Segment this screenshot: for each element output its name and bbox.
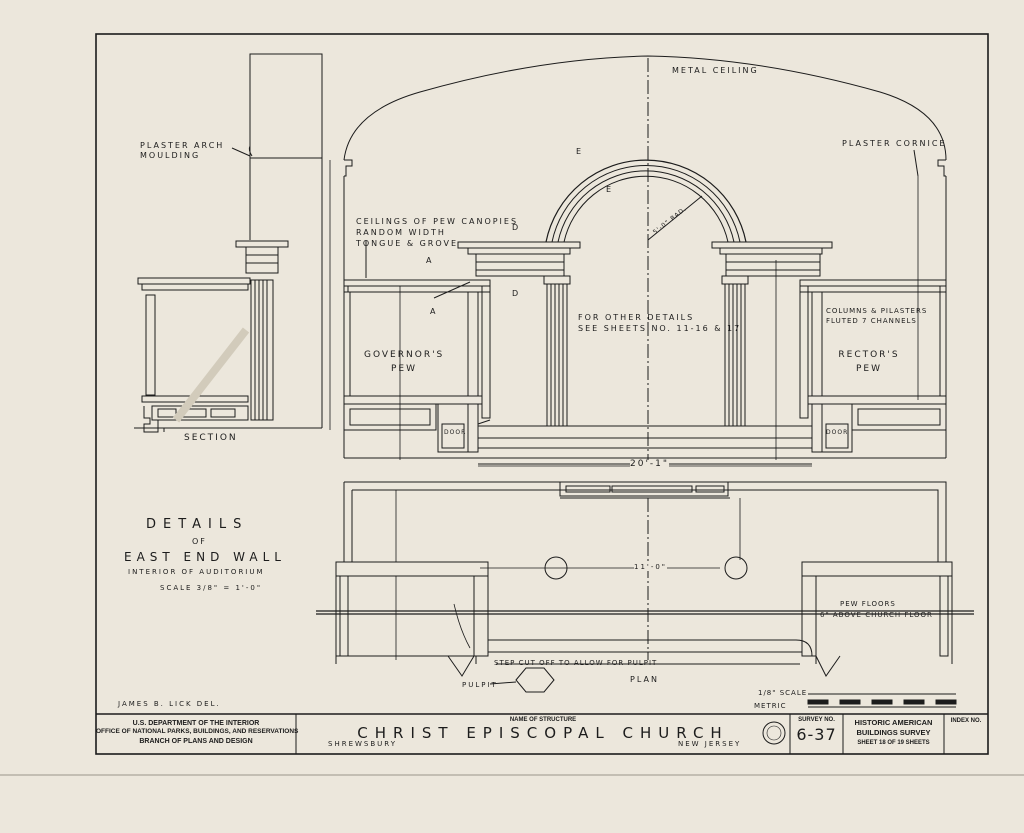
section-drawing — [134, 53, 323, 433]
elevation-drawing — [231, 55, 947, 465]
plan-dimension: 11'-0" — [634, 563, 668, 571]
habs-line2: BUILDINGS SURVEY — [856, 728, 931, 737]
see-sheets-label: SEE SHEETS NO. 11-16 & 17 — [578, 324, 742, 333]
columns-pilasters-label: COLUMNS & PILASTERS — [826, 307, 928, 315]
fluted-channels-label: FLUTED 7 CHANNELS — [826, 317, 917, 325]
scale-bar-label: 1/8" SCALE — [758, 689, 808, 697]
scale-bar — [807, 693, 957, 708]
sheet-number: SHEET 18 OF 19 SHEETS — [857, 740, 930, 746]
mark-e-outer: E — [576, 147, 584, 156]
details-of: OF — [192, 537, 207, 546]
sheet-border — [95, 33, 989, 755]
section-label: SECTION — [184, 433, 238, 443]
rectors-pew-label: RECTOR'S PEW — [838, 350, 900, 374]
pulpit-label: PULPIT — [462, 681, 498, 689]
survey-no-label: SURVEY NO. — [798, 717, 835, 723]
metal-ceiling-label: METAL CEILING — [672, 66, 759, 75]
structure-name: CHRIST EPISCOPAL CHURCH — [357, 724, 729, 742]
door-label-left: DOOR — [444, 429, 467, 436]
other-details-label: FOR OTHER DETAILS — [578, 313, 695, 322]
plaster-arch-moulding-label: PLASTER ARCH MOULDING — [140, 141, 225, 160]
mark-d-bottom: D — [512, 289, 521, 298]
pulpit-hexagon — [515, 667, 555, 693]
tongue-groove-label: TONGUE & GROVE — [356, 239, 459, 248]
pew-floors-label: PEW FLOORS — [840, 600, 896, 608]
above-floor-label: 6" ABOVE CHURCH FLOOR — [820, 611, 933, 619]
plan-drawing — [316, 465, 974, 693]
mark-d-top: D — [512, 223, 521, 232]
office-text: OFFICE OF NATIONAL PARKS, BUILDINGS, AND… — [96, 728, 299, 735]
random-width-label: RANDOM WIDTH — [356, 228, 446, 237]
mark-a-top: A — [426, 256, 434, 265]
details-title: DETAILS — [146, 517, 249, 532]
state-text: NEW JERSEY — [678, 740, 742, 748]
door-label-right: DOOR — [826, 429, 849, 436]
metric-bar-label: METRIC — [754, 702, 787, 710]
step-cut-off-label: STEP CUT OFF TO ALLOW FOR PULPIT — [494, 659, 658, 667]
town-text: SHREWSBURY — [328, 740, 397, 748]
habs-seal — [762, 721, 786, 745]
name-of-structure-label: NAME OF STRUCTURE — [509, 717, 577, 723]
mark-a-bottom: A — [430, 307, 438, 316]
department-text: U.S. DEPARTMENT OF THE INTERIOR — [132, 720, 260, 727]
details-subject: EAST END WALL — [124, 550, 286, 564]
details-subtitle: INTERIOR OF AUDITORIUM — [128, 568, 265, 576]
pew-canopies-label: CEILINGS OF PEW CANOPIES — [356, 217, 519, 226]
details-scale: SCALE 3/8" = 1'-0" — [160, 584, 263, 592]
mark-e-inner: E — [606, 185, 614, 194]
survey-number: 6-37 — [796, 725, 837, 744]
plaster-cornice-label: PLASTER CORNICE — [842, 139, 947, 148]
width-dimension: 20'-1" — [630, 459, 670, 469]
governors-pew-label: GOVERNOR'S PEW — [364, 350, 445, 374]
branch-text: BRANCH OF PLANS AND DESIGN — [139, 738, 253, 745]
delineator: JAMES B. LICK DEL. — [118, 700, 221, 708]
habs-line1: HISTORIC AMERICAN — [854, 718, 933, 727]
dimension-lines — [329, 160, 919, 660]
index-no-label: INDEX NO. — [950, 718, 982, 724]
plan-label: PLAN — [630, 675, 659, 684]
